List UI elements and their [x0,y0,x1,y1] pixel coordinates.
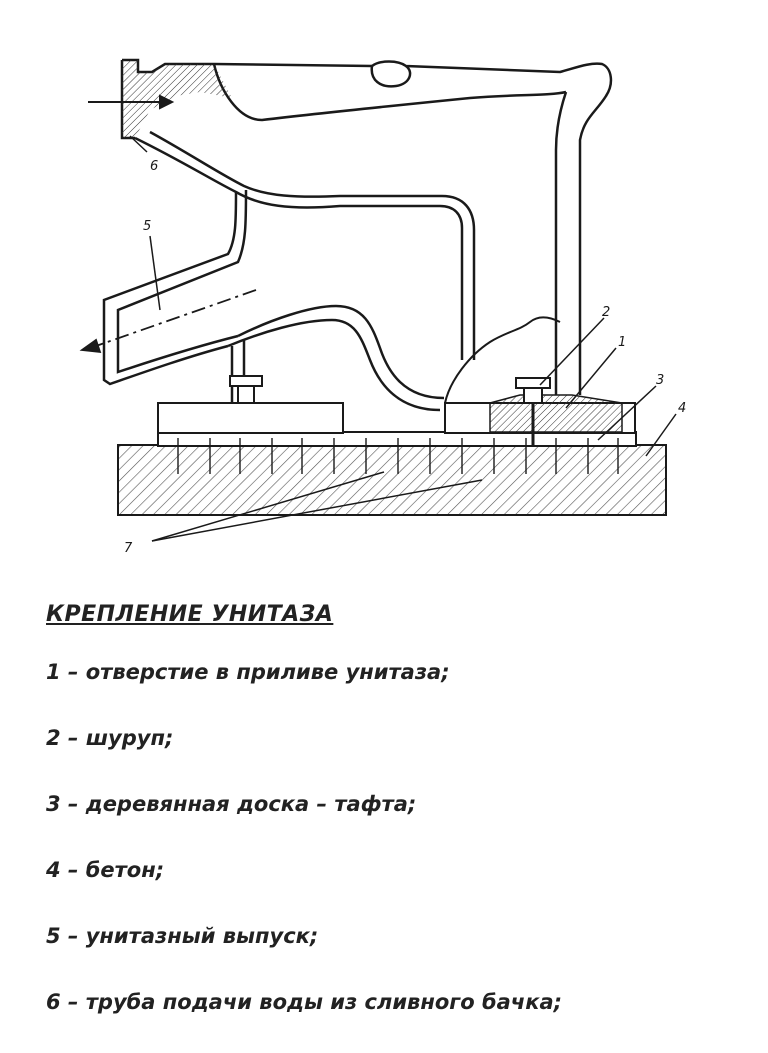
callout-1: 1 [618,335,626,350]
legend-item-6: 6 – труба подачи воды из сливного бачка; [46,990,563,1014]
outlet-axis-arrow [79,289,257,354]
toilet-mounting-diagram: 6 5 2 1 3 4 7 [79,58,686,556]
legend-item-1: 1 – отверстие в приливе унитаза; [46,660,450,684]
inlet-flow-arrow [88,94,175,110]
legend-item-2: 2 – шуруп; [46,726,174,750]
legend-item-3: 3 – деревянная доска – тафта; [46,792,417,816]
callout-6: 6 [150,159,158,174]
wooden-board [157,431,637,474]
cutaway-edge [444,316,561,404]
left-board-block [157,402,344,434]
legend: КРЕПЛЕНИЕ УНИТАЗА 1 – отверстие в прилив… [46,602,746,1053]
callout-2: 2 [602,305,610,320]
screw-left [229,375,263,404]
concrete-floor [117,444,667,516]
callout-5: 5 [143,219,151,234]
legend-title: КРЕПЛЕНИЕ УНИТАЗА [46,602,334,627]
legend-item-4: 4 – бетон; [46,858,165,882]
lug-section [489,394,623,433]
callout-7: 7 [124,541,133,556]
toilet-body [102,58,613,412]
callout-4: 4 [678,401,686,416]
inlet-flange-section [122,60,232,138]
callout-3: 3 [656,373,664,388]
screw-right [515,377,551,446]
legend-item-5: 5 – унитазный выпуск; [46,924,319,948]
leader-lines [129,135,677,542]
